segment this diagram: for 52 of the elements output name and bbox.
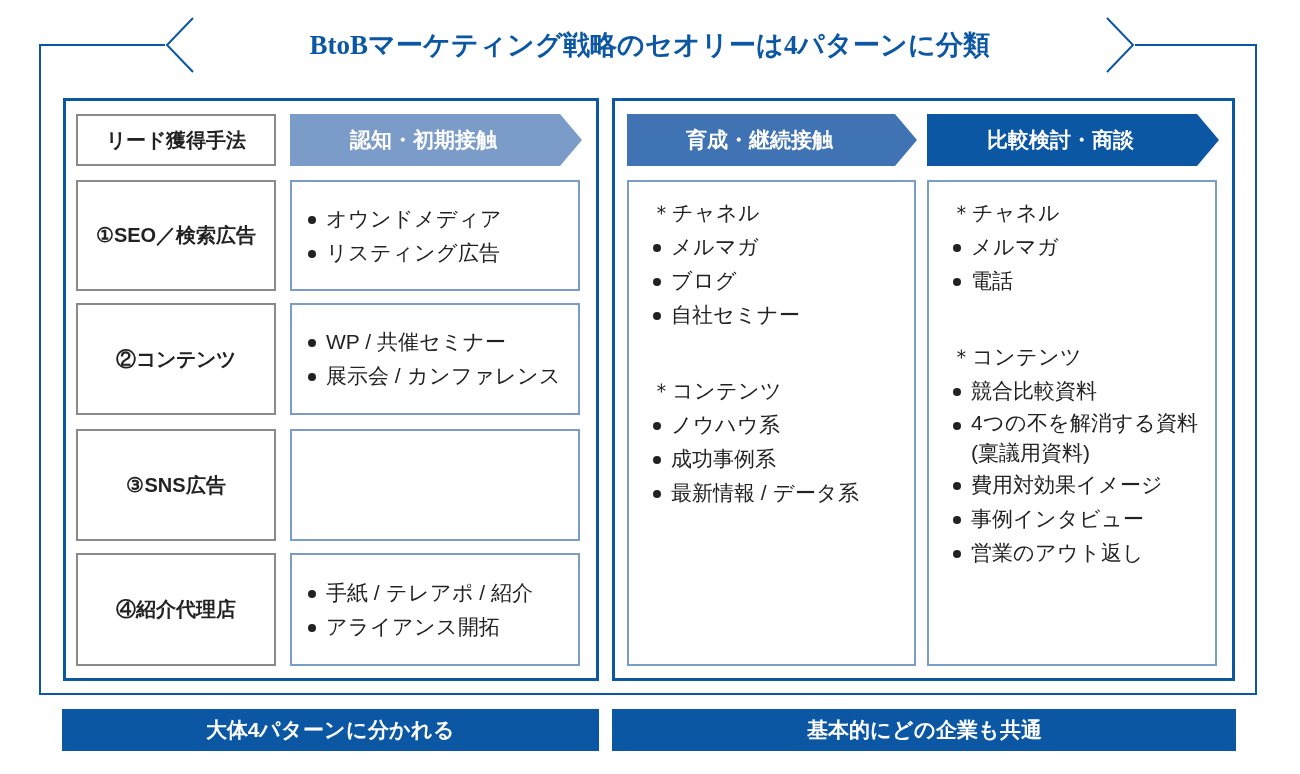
band-label: 大体4パターンに分かれる (205, 717, 456, 743)
list-item: 競合比較資料 (951, 374, 1201, 408)
list-item: オウンドメディア (306, 201, 564, 236)
list-item: 成功事例系 (651, 442, 900, 476)
header-label: 認知・初期接触 (349, 127, 498, 153)
category-box (76, 429, 276, 541)
list-item: リスティング広告 (306, 235, 564, 270)
list-box (290, 303, 580, 415)
list-item: ブログ (651, 264, 900, 298)
category-label: リード獲得手法 (106, 127, 246, 153)
list-item: メルマガ (951, 230, 1201, 264)
summary-band (62, 709, 599, 751)
list-item: アライアンス開拓 (306, 609, 564, 644)
section-heading: ＊コンテンツ (951, 344, 1083, 370)
list-box (290, 553, 580, 666)
list-item: 最新情報 / データ系 (651, 476, 900, 510)
panel-frame (63, 98, 599, 681)
category-label: ①SEO／検索広告 (95, 223, 257, 248)
band-label: 基本的にどの企業も共通 (806, 717, 1042, 743)
list-item: 自社セミナー (651, 298, 900, 332)
section-heading: ＊コンテンツ (651, 378, 783, 404)
arrow-header (627, 114, 917, 166)
category-box (76, 303, 276, 415)
list-item: 営業のアウト返し (951, 536, 1201, 570)
category-label: ③SNS広告 (126, 472, 226, 498)
panel-frame (612, 98, 1235, 681)
list-box (290, 180, 580, 291)
summary-band (612, 709, 1236, 751)
list-item: 手紙 / テレアポ / 紹介 (306, 575, 564, 610)
category-label: ②コンテンツ (116, 346, 236, 372)
category-box (76, 553, 276, 666)
list-item: WP / 共催セミナー (306, 325, 564, 359)
arrow-header (927, 114, 1219, 166)
category-label: ④紹介代理店 (116, 597, 236, 622)
list-item: 電話 (951, 264, 1201, 298)
title: BtoBマーケティング戦略のセオリーは4パターンに分類 (308, 29, 992, 62)
section-heading: ＊チャネル (951, 200, 1061, 226)
list-box (927, 180, 1217, 666)
list-item: 展示会 / カンファレンス (306, 359, 564, 393)
arrow-header (290, 114, 582, 166)
list-item: 4つの不を解消する資料(稟議用資料) (951, 408, 1201, 468)
list-box (290, 429, 580, 541)
list-box (627, 180, 916, 666)
section-heading: ＊チャネル (651, 200, 761, 226)
list-item: ノウハウ系 (651, 408, 900, 442)
header-label: 比較検討・商談 (986, 127, 1135, 153)
category-box (76, 180, 276, 291)
header-label: 育成・継続接触 (685, 127, 834, 153)
list-item: メルマガ (651, 230, 900, 264)
category-box (76, 114, 276, 166)
list-item: 費用対効果イメージ (951, 468, 1201, 502)
list-item: 事例インタビュー (951, 502, 1201, 536)
